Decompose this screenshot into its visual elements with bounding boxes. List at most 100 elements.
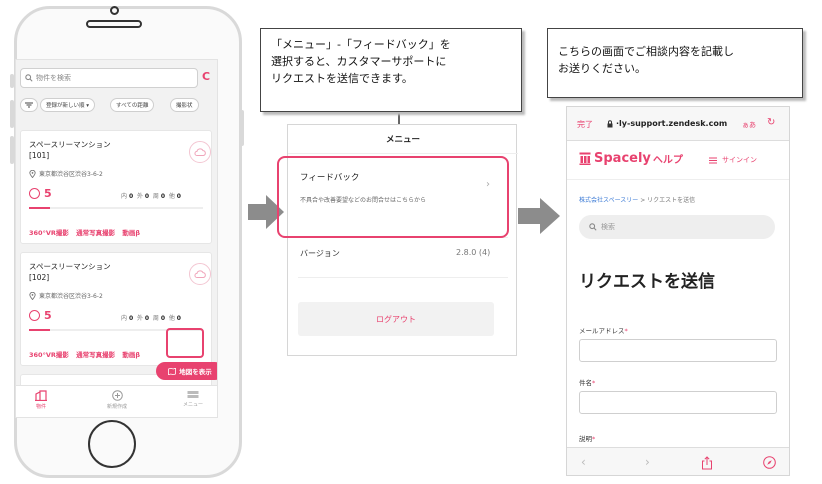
help-search-input[interactable]: 検索 xyxy=(579,215,775,239)
breadcrumb-link[interactable]: 株式会社スペースリー xyxy=(579,197,639,204)
property-tags: 360°VR撮影 通常写真撮影 動画β xyxy=(29,349,145,359)
phone-volume-down xyxy=(10,136,14,164)
property-address-text: 東京都渋谷区渋谷3-6-2 xyxy=(39,293,103,300)
browser-bottom-bar: ‹ › xyxy=(567,447,789,475)
filter-chip-sort[interactable]: 登録が新しい順 ▾ xyxy=(40,98,96,112)
stat-label: 他 xyxy=(168,193,175,200)
nav-item-menu[interactable]: メニュー xyxy=(168,390,217,408)
property-card[interactable]: スペースリーマンション [101] 東京都渋谷区渋谷3-6-2 5 内 0 外 … xyxy=(20,130,212,244)
property-score-value: 5 xyxy=(44,309,52,322)
arrow-right-icon xyxy=(248,195,284,229)
subject-label: 件名* xyxy=(579,377,595,387)
tag-photo[interactable]: 通常写真撮影 xyxy=(76,351,116,359)
property-progress-bar xyxy=(29,207,203,209)
share-icon[interactable] xyxy=(701,456,713,470)
email-label: メールアドレス* xyxy=(579,325,628,335)
search-placeholder: 物件を検索 xyxy=(36,74,71,82)
property-name: スペースリーマンション xyxy=(29,262,111,271)
done-button[interactable]: 完了 xyxy=(577,120,593,129)
breadcrumb: 株式会社スペースリー > リクエストを送信 xyxy=(579,195,695,204)
filter-chip-distance[interactable]: すべての距離 xyxy=(110,98,155,112)
search-icon xyxy=(25,74,33,82)
stat-value: 0 xyxy=(176,193,181,200)
property-room: [101] xyxy=(29,151,50,160)
callout-line: こちらの画面でご相談内容を記載し xyxy=(558,45,734,58)
property-card[interactable]: スペースリーマンション [102] 東京都渋谷区渋谷3-6-2 5 内 0 外 … xyxy=(20,252,212,366)
plus-circle-icon xyxy=(111,390,123,401)
zendesk-request-screen: 完了 ·ly-support.zendesk.com ぁあ ↻ Spacely … xyxy=(566,106,790,476)
subject-field[interactable] xyxy=(579,391,777,414)
email-field[interactable] xyxy=(579,339,777,362)
property-tags: 360°VR撮影 通常写真撮影 動画β xyxy=(29,227,145,237)
breadcrumb-separator: > xyxy=(640,197,646,204)
logo-icon xyxy=(579,152,591,165)
stat-value: 0 xyxy=(160,193,166,200)
nav-label: 物件 xyxy=(35,404,46,410)
feedback-item-title[interactable]: フィードバック xyxy=(300,173,360,183)
bottom-nav: 物件 新規作成 メニュー xyxy=(16,385,217,417)
forward-icon[interactable]: › xyxy=(645,455,650,469)
arrow-right-icon xyxy=(518,198,560,234)
signin-button[interactable]: サインイン xyxy=(709,155,757,165)
stat-value: 0 xyxy=(144,193,150,200)
sad-face-icon xyxy=(29,188,40,199)
version-value: 2.8.0 (4) xyxy=(456,248,491,257)
compass-icon[interactable] xyxy=(763,456,776,469)
tag-photo[interactable]: 通常写真撮影 xyxy=(76,229,116,237)
tag-vr[interactable]: 360°VR撮影 xyxy=(29,351,69,359)
nav-label: 新規作成 xyxy=(106,404,127,410)
stat-label: 周 xyxy=(152,193,159,200)
stat-label: 他 xyxy=(168,315,175,322)
nav-item-create[interactable]: 新規作成 xyxy=(92,390,142,410)
menu-highlight-box xyxy=(166,328,204,358)
location-pin-icon xyxy=(29,291,36,300)
field-label-text: 説明 xyxy=(579,435,592,443)
tag-video[interactable]: 動画β xyxy=(122,229,141,237)
phone-power-button xyxy=(240,110,244,146)
page-title: リクエストを送信 xyxy=(579,272,715,292)
spacely-help-logo[interactable]: Spacely ヘルプ xyxy=(579,151,683,166)
property-room: [102] xyxy=(29,273,50,282)
home-button[interactable] xyxy=(88,420,136,468)
callout-line: お送りください。 xyxy=(558,62,646,75)
cloud-icon[interactable] xyxy=(189,263,211,285)
divider xyxy=(288,153,518,154)
phone-volume-up xyxy=(10,100,14,128)
property-photo-counts: 内 0 外 0 周 0 他 0 xyxy=(121,191,181,200)
field-label-text: メールアドレス xyxy=(579,327,625,335)
back-icon[interactable]: ‹ xyxy=(581,455,586,469)
hamburger-icon xyxy=(709,157,717,163)
stat-value: 0 xyxy=(128,315,134,322)
show-map-button[interactable]: 地図を表示 xyxy=(156,362,217,380)
property-address-text: 東京都渋谷区渋谷3-6-2 xyxy=(39,171,103,178)
show-map-label: 地図を表示 xyxy=(179,368,212,376)
filter-icon[interactable] xyxy=(20,98,38,112)
logo-help-text: ヘルプ xyxy=(652,155,683,166)
text-size-button[interactable]: ぁあ xyxy=(742,121,756,129)
property-progress-bar xyxy=(29,329,203,331)
tag-video[interactable]: 動画β xyxy=(122,351,141,359)
cloud-icon[interactable] xyxy=(189,141,211,163)
property-score: 5 xyxy=(29,309,52,322)
stat-label: 外 xyxy=(136,315,143,322)
logout-button[interactable]: ログアウト xyxy=(298,302,494,336)
address-bar[interactable]: ·ly-support.zendesk.com xyxy=(607,119,727,128)
url-text: ·ly-support.zendesk.com xyxy=(616,119,728,128)
divider xyxy=(298,277,508,278)
field-label-text: 件名 xyxy=(579,379,592,387)
nav-label: メニュー xyxy=(182,402,203,408)
menu-icon xyxy=(187,391,199,398)
search-input[interactable]: 物件を検索 xyxy=(20,68,198,88)
refresh-icon[interactable]: C xyxy=(202,70,211,83)
stat-label: 外 xyxy=(136,193,143,200)
stat-value: 0 xyxy=(176,315,181,322)
required-mark: * xyxy=(592,435,596,443)
nav-item-properties[interactable]: 物件 xyxy=(16,390,66,410)
tag-vr[interactable]: 360°VR撮影 xyxy=(29,229,69,237)
reload-icon[interactable]: ↻ xyxy=(767,117,776,128)
property-score: 5 xyxy=(29,187,52,200)
callout-line: リクエストを送信できます。 xyxy=(271,72,413,85)
filter-chip-shooting[interactable]: 撮影状 xyxy=(170,98,199,112)
phone-mute-switch xyxy=(10,74,14,88)
feedback-highlight-box xyxy=(277,156,509,238)
